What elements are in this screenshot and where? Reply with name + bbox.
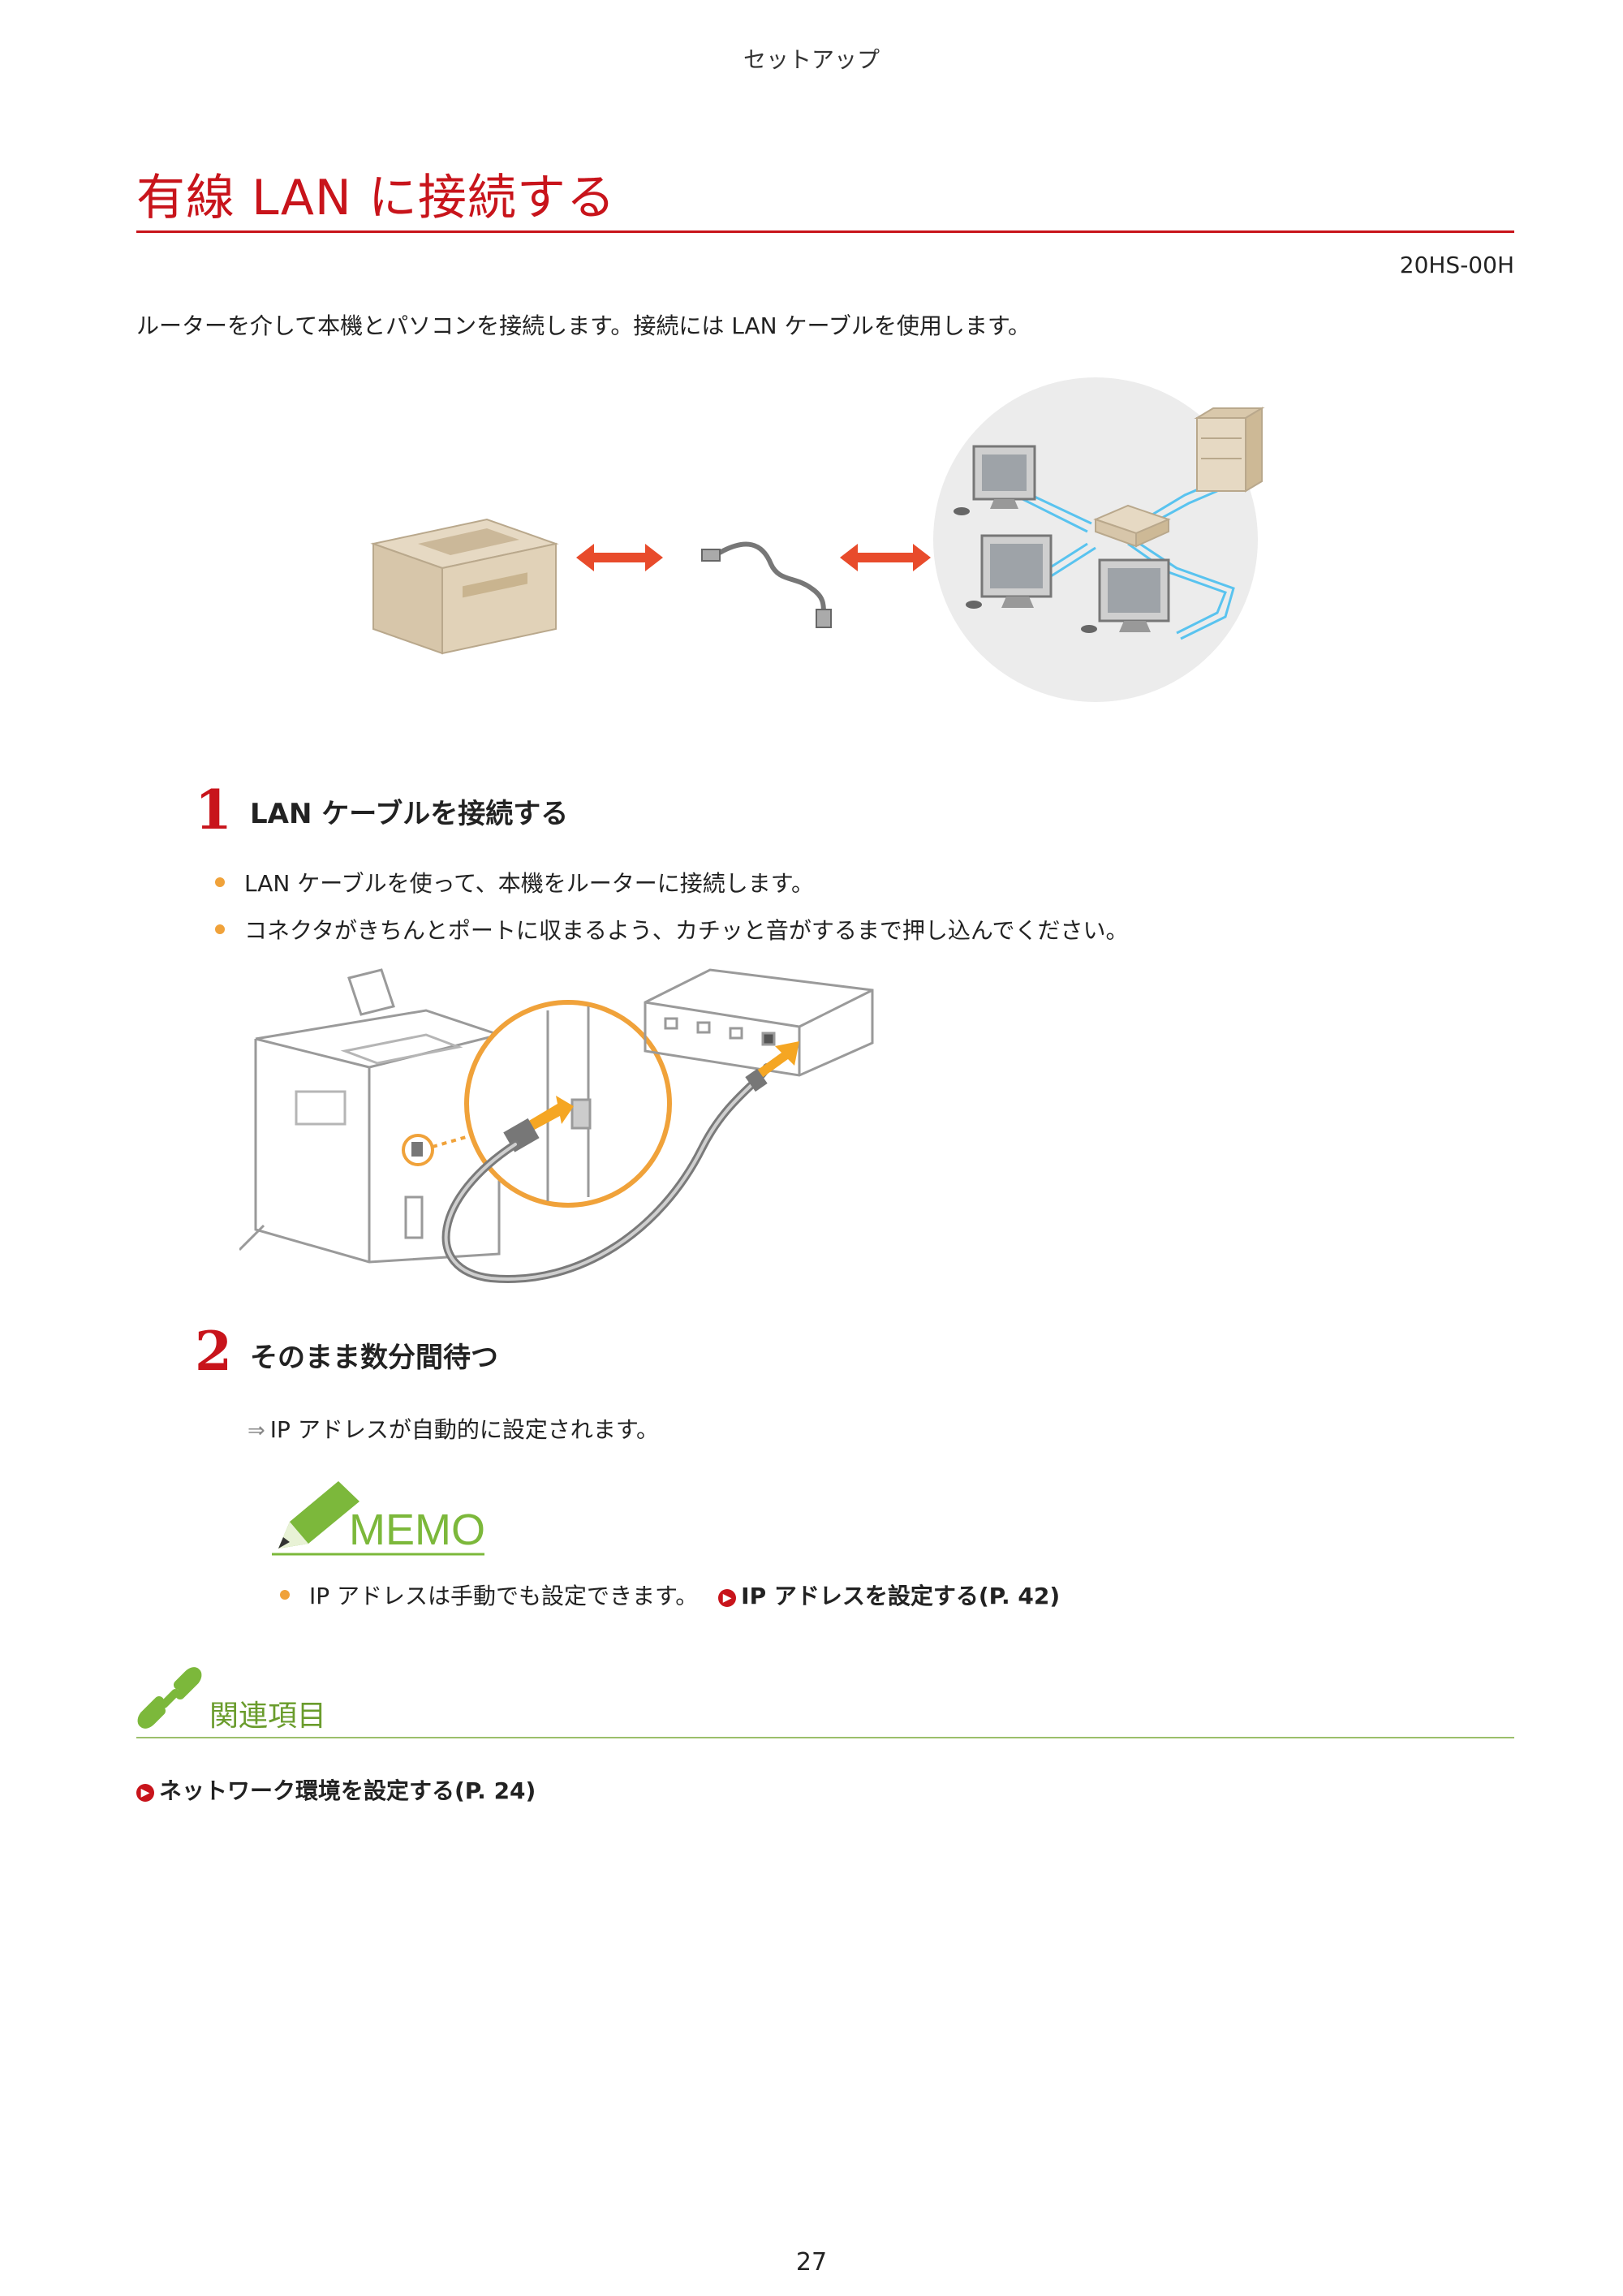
- step-1-number: 1: [195, 778, 232, 842]
- lan-cable-illustration: [701, 541, 832, 628]
- related-divider: [136, 1737, 1514, 1738]
- chain-link-icon: [137, 1667, 202, 1729]
- memo-link[interactable]: ▶IP アドレスを設定する(P. 42): [718, 1583, 1060, 1609]
- network-overview-illustration: [370, 377, 1265, 702]
- intro-text: ルーターを介して本機とパソコンを接続します。接続には LAN ケーブルを使用しま…: [136, 312, 1031, 339]
- double-arrow-left: [576, 544, 663, 571]
- related-title: 関連項目: [209, 1699, 327, 1733]
- router-illustration: [1093, 504, 1171, 548]
- step-2-result: ⇒IP アドレスが自動的に設定されます。: [248, 1412, 659, 1445]
- link-arrow-icon: ▶: [136, 1784, 154, 1802]
- router-side-connector: [745, 1068, 768, 1092]
- memo-link-text: IP アドレスを設定する(P. 42): [741, 1583, 1061, 1609]
- monitor-illustration-2: [966, 534, 1053, 609]
- memo-bullet: IP アドレスは手動でも設定できます。 ▶IP アドレスを設定する(P. 42): [280, 1579, 1060, 1611]
- monitor-illustration-1: [954, 445, 1036, 515]
- printer-outline: [239, 968, 501, 1264]
- memo-label: MEMO: [349, 1506, 485, 1554]
- page-number: 27: [795, 2248, 828, 2277]
- bullet-text: コネクタがきちんとポートに収まるよう、カチッと音がするまで押し込んでください。: [244, 917, 1129, 944]
- bullet-text: LAN ケーブルを使って、本機をルーターに接続します。: [244, 870, 814, 897]
- memo-text: IP アドレスは手動でも設定できます。: [309, 1583, 699, 1609]
- running-header: セットアップ: [743, 46, 880, 73]
- router-outline: [644, 968, 874, 1077]
- port-highlight-small: [402, 1134, 434, 1166]
- step-2-number: 2: [195, 1320, 232, 1383]
- monitor-illustration-3: [1081, 558, 1170, 633]
- cable-connection-illustration: [239, 968, 874, 1283]
- server-illustration: [1194, 407, 1265, 493]
- step-2-title: そのまま数分間待つ: [250, 1342, 498, 1374]
- zoomed-port: [546, 1006, 592, 1201]
- bullet-dot: [280, 1590, 290, 1600]
- document-code: 20HS-00H: [1399, 252, 1514, 278]
- related-link-text: ネットワーク環境を設定する(P. 24): [159, 1777, 536, 1804]
- double-arrow-right: [840, 544, 931, 571]
- bullet-dot: [215, 877, 225, 887]
- page-title: 有線 LAN に接続する: [136, 170, 616, 226]
- printer-illustration: [370, 518, 559, 655]
- result-text: IP アドレスが自動的に設定されます。: [269, 1416, 660, 1443]
- pencil-icon: [278, 1481, 359, 1549]
- link-arrow-icon: ▶: [718, 1589, 737, 1607]
- memo-badge: MEMO: [272, 1481, 485, 1556]
- bullet-dot: [215, 924, 225, 934]
- printer-lan-port: [411, 1142, 423, 1157]
- title-divider: [136, 230, 1514, 233]
- related-link-1[interactable]: ▶ ネットワーク環境を設定する(P. 24): [136, 1773, 536, 1806]
- step-1-bullet-2: コネクタがきちんとポートに収まるよう、カチッと音がするまで押し込んでください。: [215, 913, 1129, 946]
- step-1-bullet-1: LAN ケーブルを使って、本機をルーターに接続します。: [215, 866, 814, 898]
- result-arrow-icon: ⇒: [248, 1419, 265, 1443]
- step-1-title: LAN ケーブルを接続する: [250, 798, 569, 830]
- router-insert-arrow: [752, 1041, 799, 1080]
- insert-arrow: [523, 1096, 574, 1132]
